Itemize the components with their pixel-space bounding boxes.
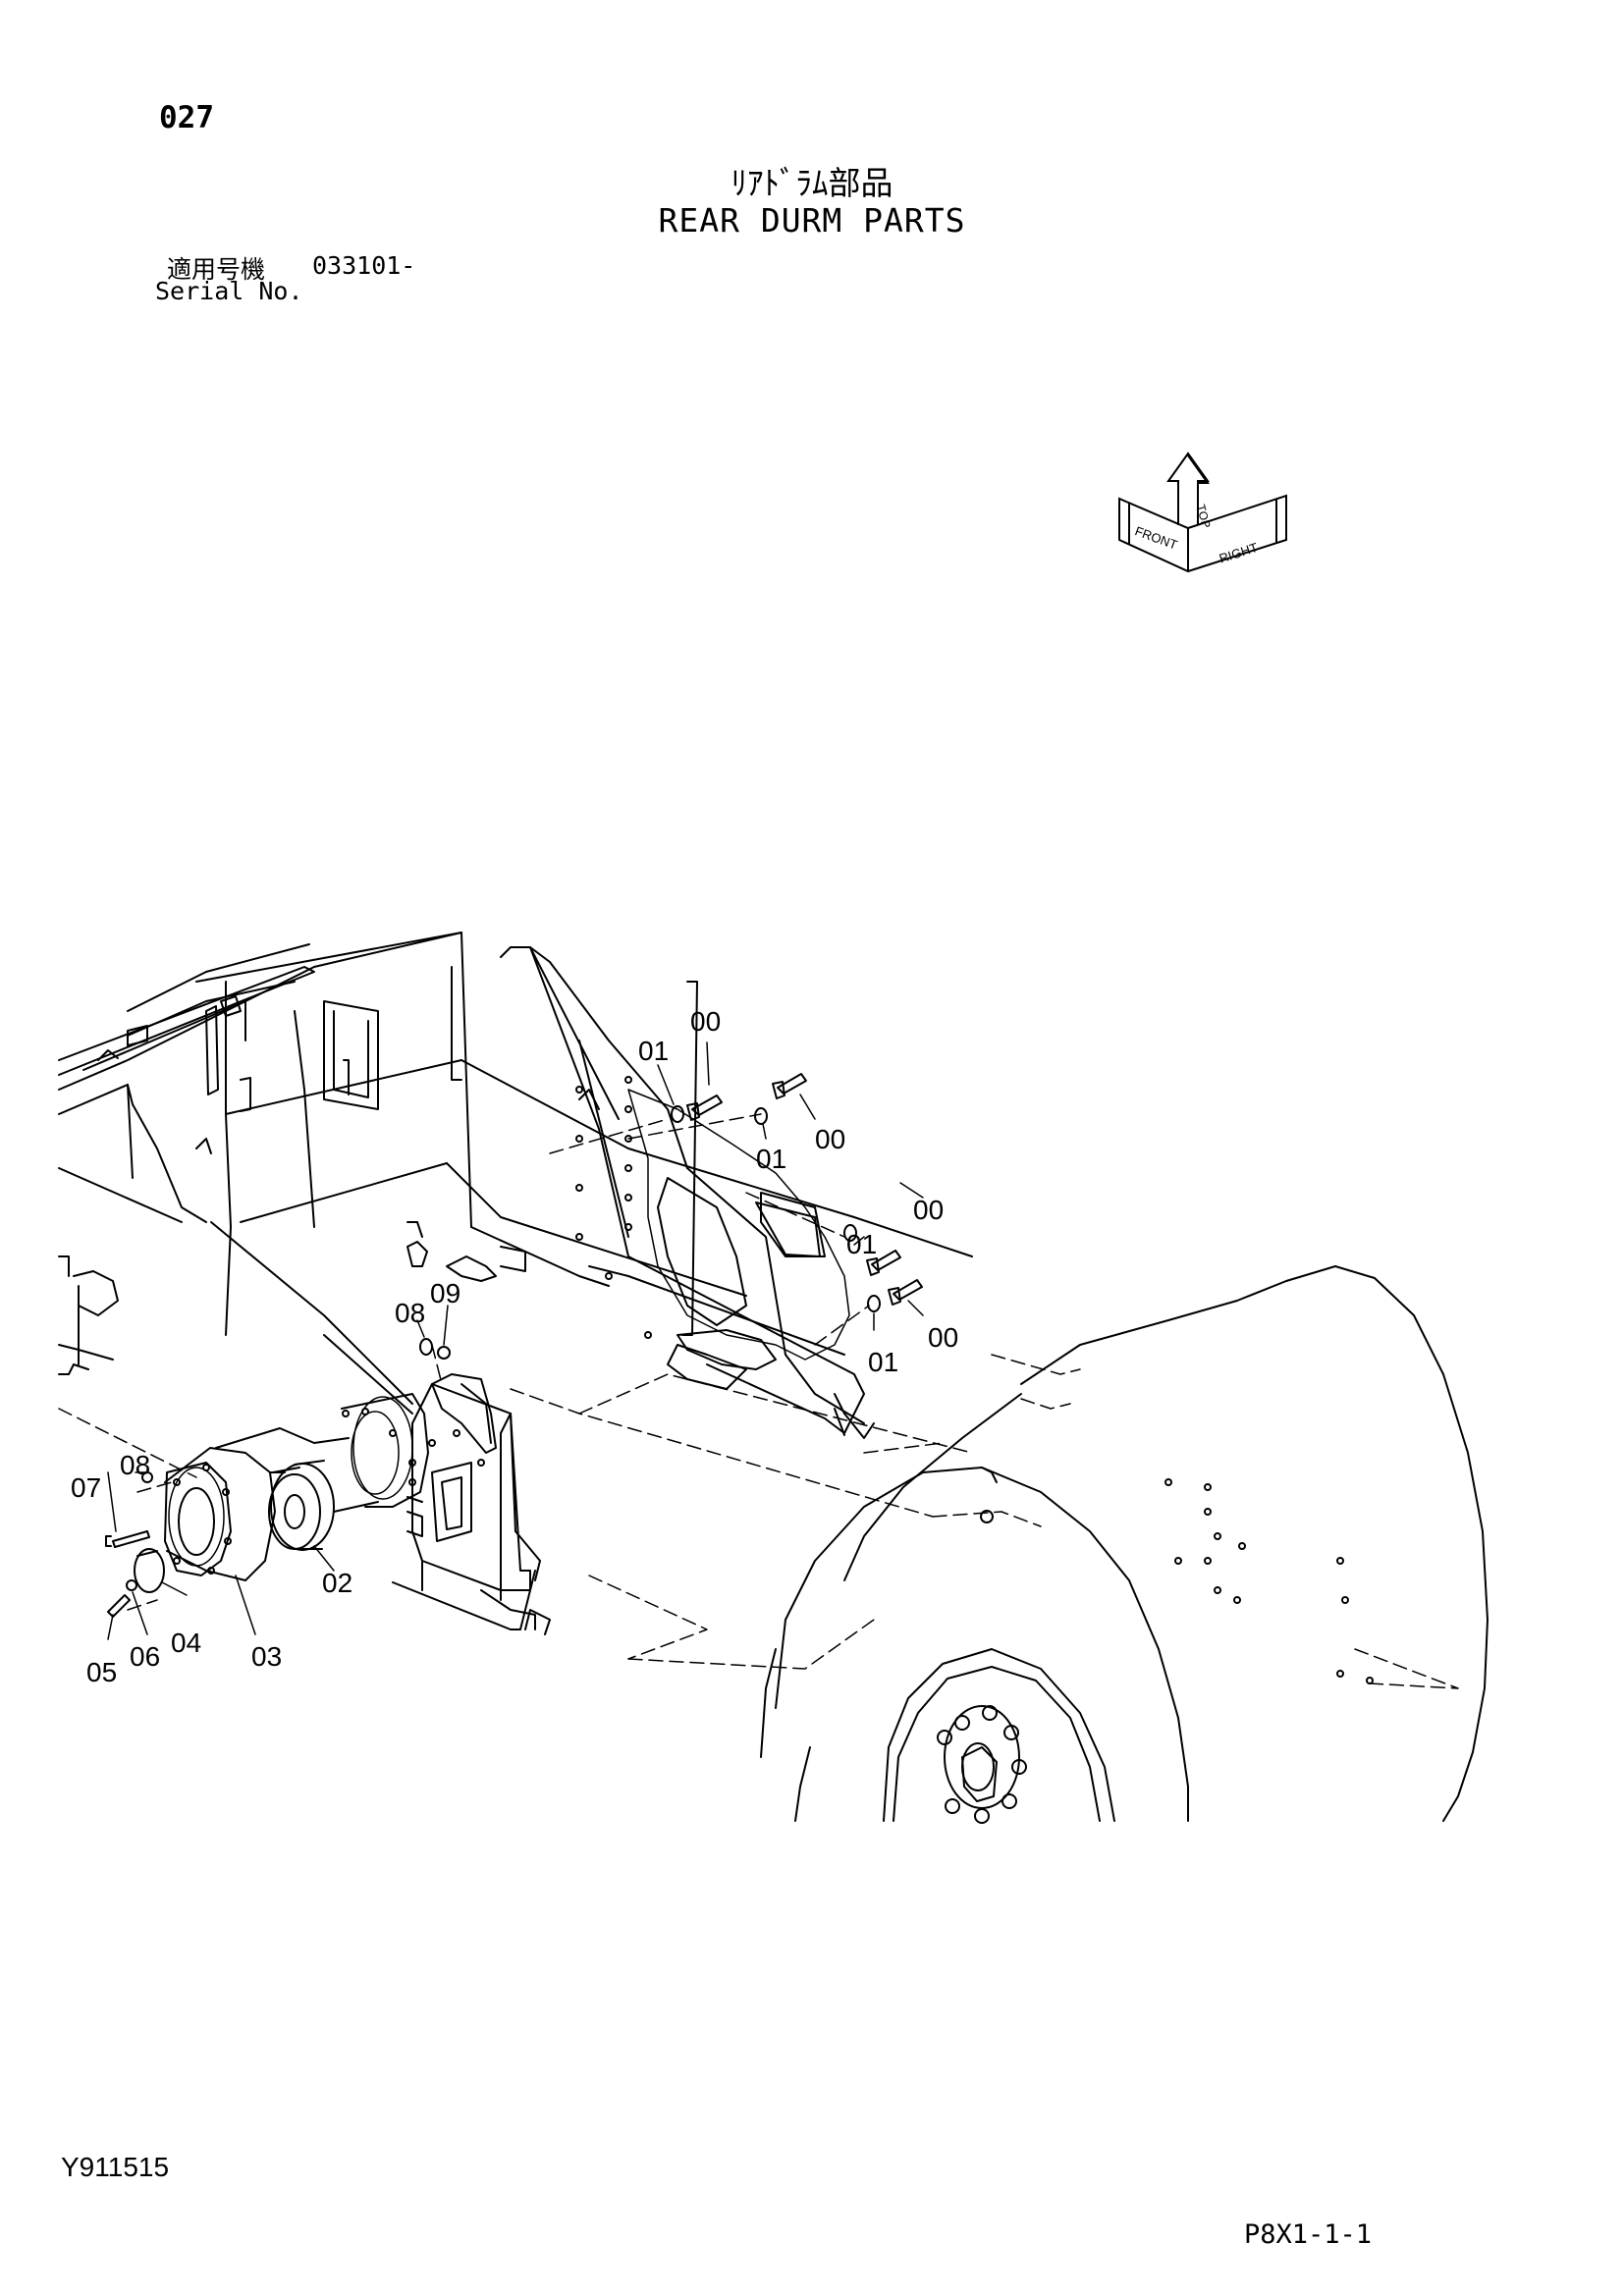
- bolt-group: [419, 1073, 923, 1360]
- callout-05: 05: [86, 1657, 117, 1687]
- bolt-icon: [105, 1535, 112, 1547]
- exploded-leader-lines: [58, 1113, 1459, 1689]
- serial-number-value: 033101-: [312, 251, 416, 280]
- page-number: 027: [159, 100, 214, 135]
- callout-08-hub: 08: [120, 1450, 150, 1480]
- figure-code: P8X1-1-1: [1244, 2219, 1373, 2250]
- title-japanese: ﾘｱﾄﾞﾗﾑ部品: [731, 164, 893, 202]
- callout-labels: 00 01 00 01 00 01 00 01 08 09 07 08 02 0…: [71, 1006, 958, 1687]
- cap-04: [134, 1548, 165, 1593]
- orientation-arrow-icon: [1166, 452, 1210, 525]
- callout-00-fourth: 00: [928, 1322, 958, 1353]
- serial-label-japanese: 適用号機: [167, 255, 266, 284]
- callout-00-second: 00: [815, 1124, 845, 1154]
- callout-03: 03: [251, 1641, 282, 1672]
- bolt-icon: [772, 1073, 807, 1099]
- washer-icon: [141, 1471, 153, 1483]
- orientation-label-top: TOP: [1194, 503, 1214, 529]
- nut-icon: [437, 1346, 451, 1360]
- washer-icon: [843, 1224, 857, 1242]
- washer-icon: [754, 1107, 768, 1125]
- washer-icon: [419, 1338, 433, 1356]
- screw-icon: [112, 1530, 150, 1548]
- document-code: Y911515: [61, 2152, 170, 2182]
- orientation-indicator: FRONT TOP RIGHT: [1118, 452, 1287, 573]
- drum-hub: [937, 1705, 1027, 1824]
- callout-04: 04: [171, 1628, 201, 1658]
- washer-icon: [671, 1105, 684, 1123]
- hub-assembly: [333, 1393, 429, 1513]
- callout-08-frame: 08: [395, 1298, 425, 1328]
- seal-02: [268, 1460, 335, 1551]
- washer-icon: [867, 1295, 881, 1312]
- washer-icon: [126, 1579, 137, 1591]
- bolt-icon: [686, 1095, 723, 1121]
- callout-06: 06: [130, 1641, 160, 1672]
- rear-drum: [760, 1265, 1489, 1822]
- title-english: REAR DURM PARTS: [658, 201, 966, 240]
- callout-00-top: 00: [690, 1006, 721, 1037]
- callout-07: 07: [71, 1472, 101, 1503]
- bolt-icon: [888, 1279, 923, 1306]
- callout-01-top: 01: [638, 1036, 669, 1066]
- orientation-box-icon: [1118, 494, 1287, 573]
- side-plate: [428, 946, 865, 1467]
- callout-01-fourth: 01: [868, 1347, 898, 1377]
- callout-01-third: 01: [846, 1229, 877, 1259]
- serial-label-english: Serial No.: [155, 277, 303, 305]
- small-hardware: [105, 1471, 153, 1618]
- frame-structure: [58, 932, 973, 1635]
- callout-01-second: 01: [756, 1144, 786, 1174]
- callout-00-third: 00: [913, 1195, 944, 1225]
- callout-09: 09: [430, 1278, 460, 1308]
- bolt-icon: [866, 1250, 901, 1276]
- upper-rail: [58, 966, 526, 1375]
- callout-leaders: [107, 1041, 924, 1640]
- callout-02: 02: [322, 1568, 352, 1598]
- screw-icon: [107, 1594, 131, 1618]
- housing-03: [164, 1427, 350, 1581]
